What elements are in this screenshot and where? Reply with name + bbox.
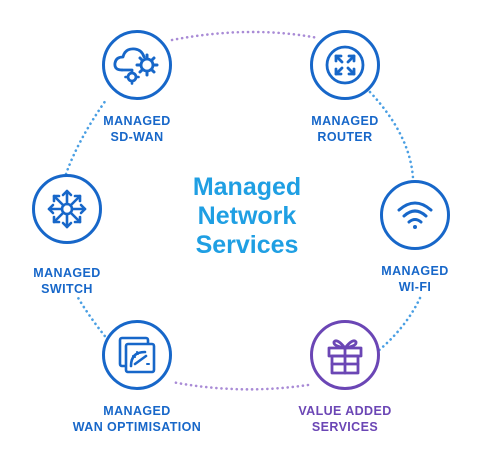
cloud-gears-icon	[113, 47, 159, 85]
center-title: Managed Network Services	[192, 173, 302, 259]
gift-icon	[327, 339, 363, 375]
ring-segment-top	[170, 30, 320, 42]
router-node	[310, 30, 380, 100]
switch-arrows-icon	[47, 189, 87, 229]
sd-wan-label: MANAGED SD-WAN	[103, 114, 171, 144]
router-arrows-icon	[325, 45, 365, 85]
speed-gauge-icon	[118, 336, 156, 374]
wan-optimisation-label: MANAGED WAN OPTIMISATION	[72, 404, 202, 434]
wifi-label: MANAGED WI-FI	[381, 264, 449, 294]
wan-optimisation-node	[102, 320, 172, 390]
switch-node	[32, 174, 102, 244]
wifi-node	[380, 180, 450, 250]
ring-segment-bottom	[170, 380, 310, 391]
ring-segment-right	[370, 296, 422, 358]
router-label: MANAGED ROUTER	[311, 114, 379, 144]
ring-segment-bottom-left	[75, 294, 110, 342]
sd-wan-node	[102, 30, 172, 100]
value-added-node	[310, 320, 380, 390]
switch-label: MANAGED SWITCH	[33, 266, 101, 296]
wifi-icon	[397, 201, 433, 229]
ring-segment-top-right	[368, 90, 415, 180]
value-added-label: VALUE ADDED SERVICES	[298, 404, 392, 434]
